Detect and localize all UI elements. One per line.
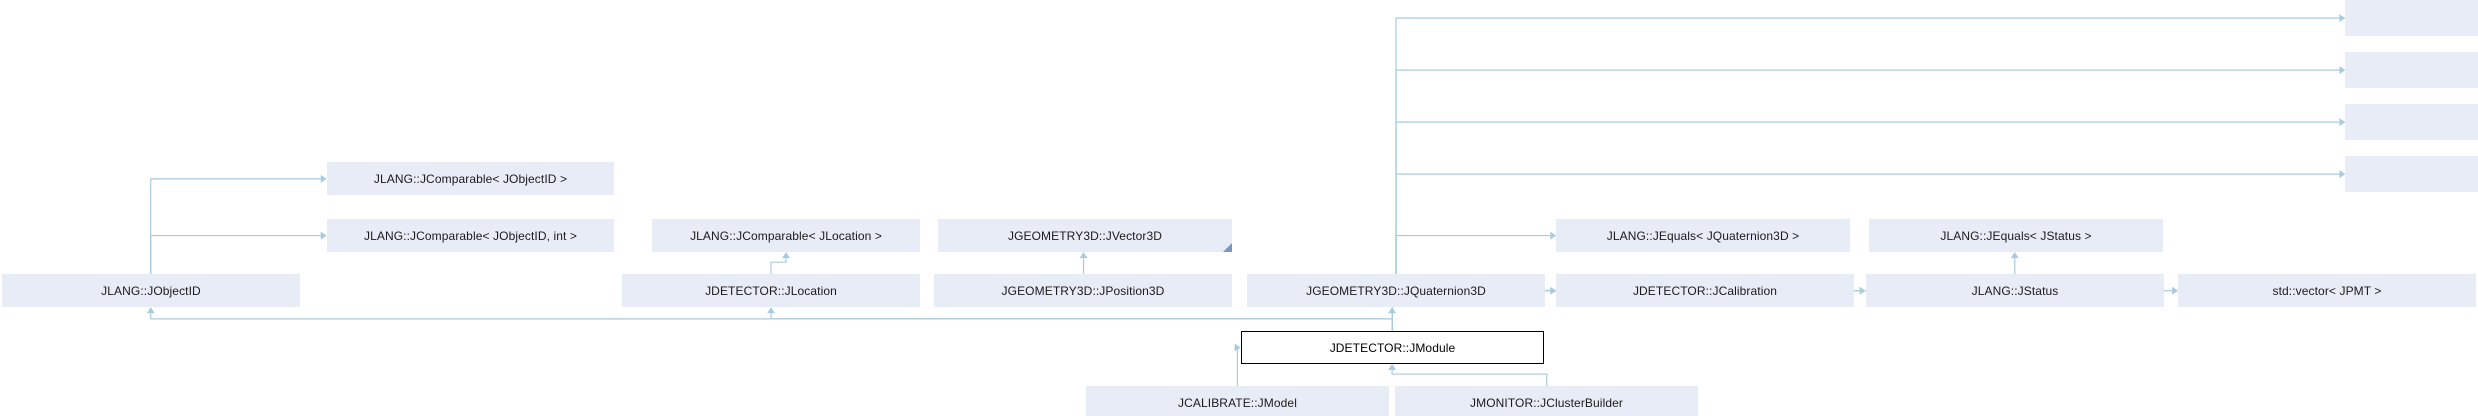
inheritance-arrowhead [767,307,776,314]
class-node-label: JLANG::JEquals< JStatus > [1940,228,2092,243]
class-node-jclusterbuilder[interactable]: JMONITOR::JClusterBuilder [1395,386,1698,416]
inheritance-arrowhead [1388,364,1397,370]
class-node-jlocation[interactable]: JDETECTOR::JLocation [622,274,920,307]
class-node-label: JLANG::JComparable< JObjectID, int > [363,228,578,243]
edge-jmodule-jlocation [770,313,1393,331]
edge-jobjectid-jcomp_oid [150,178,321,275]
class-node-jposition3d[interactable]: JGEOMETRY3D::JPosition3D [934,274,1232,307]
class-node-jcalibration[interactable]: JDETECTOR::JCalibration [1556,274,1854,307]
inheritance-arrowhead [1859,286,1866,295]
inheritance-arrowhead [320,231,327,240]
class-node-jcomp_oid_int[interactable]: JLANG::JComparable< JObjectID, int > [327,219,614,252]
class-node-jmath_q3d_q3x[interactable]: JMATH::JMath< JQuaternion3D, JQuaternion… [2345,52,2478,88]
edge-jquaternion3d-jmath_q3d_q3x [1395,69,2340,275]
class-node-jquaternion3d[interactable]: JGEOMETRY3D::JQuaternion3D [1247,274,1545,307]
edge-jquaternion3d-jequals_q3d [1395,234,1551,275]
class-node-jmath_q3d_q3y[interactable]: JMATH::JMath< JQuaternion3D, JQuaternion… [2345,104,2478,140]
class-node-jmodule[interactable]: JDETECTOR::JModule [1241,331,1544,364]
class-node-label: JLANG::JComparable< JObjectID > [373,171,568,186]
edge-jmodule-jobjectid [150,313,1393,331]
edge-jlocation-jcomp_loc [770,258,787,275]
class-node-jcomp_loc[interactable]: JLANG::JComparable< JLocation > [652,219,920,252]
inheritance-arrowhead [1234,343,1241,352]
class-node-label: JGEOMETRY3D::JPosition3D [1001,283,1165,298]
inheritance-arrowhead [1388,307,1397,314]
edge-jquaternion3d-jmath_q3d_q3z [1395,173,2340,275]
class-node-label: JDETECTOR::JModule [1329,340,1456,355]
class-node-label: JDETECTOR::JLocation [705,283,837,298]
class-node-jstatus[interactable]: JLANG::JStatus [1866,274,2164,307]
class-node-label: JGEOMETRY3D::JQuaternion3D [1306,283,1486,298]
class-node-label: JLANG::JObjectID [101,283,201,298]
class-node-stdvector_jpmt[interactable]: std::vector< JPMT > [2178,274,2476,307]
inheritance-arrowhead [320,174,327,183]
class-node-jmath_q3d[interactable]: JMATH::JMath< JQuaternion3D > [2345,0,2478,36]
class-node-jcomp_oid[interactable]: JLANG::JComparable< JObjectID > [327,162,614,195]
class-node-label: JLANG::JStatus [1971,283,2059,298]
inheritance-arrowhead [1079,252,1088,259]
class-node-label: JLANG::JEquals< JQuaternion3D > [1606,228,1800,243]
inheritance-arrowhead [2010,252,2019,259]
class-node-jequals_jstatus[interactable]: JLANG::JEquals< JStatus > [1869,219,2163,252]
edge-jobjectid-jcomp_oid_int [150,234,321,275]
class-node-label: JGEOMETRY3D::JVector3D [1007,228,1163,243]
class-node-label: JDETECTOR::JCalibration [1632,283,1778,298]
class-node-jobjectid[interactable]: JLANG::JObjectID [2,274,300,307]
class-node-jequals_q3d[interactable]: JLANG::JEquals< JQuaternion3D > [1556,219,1850,252]
inheritance-arrowhead [782,252,791,259]
edge-jquaternion3d-jmath_q3d [1395,17,2340,275]
class-node-label: JLANG::JComparable< JLocation > [690,228,882,243]
edge-jmodel-jmodule [1234,346,1239,387]
class-node-jmath_q3d_q3z[interactable]: JMATH::JMath< JQuaternion3D, JQuaternion… [2345,156,2478,192]
class-node-jvector3d[interactable]: JGEOMETRY3D::JVector3D [938,219,1232,252]
class-node-jmodel[interactable]: JCALIBRATE::JModel [1086,386,1389,416]
inheritance-arrowhead [146,307,155,314]
class-node-label: JMONITOR::JClusterBuilder [1470,395,1623,410]
edge-jquaternion3d-jmath_q3d_q3y [1395,121,2340,275]
edge-jclusterbuilder-jmodule [1391,370,1548,387]
class-node-label: JCALIBRATE::JModel [1178,395,1297,410]
collapsed-corner-icon[interactable] [1223,243,1232,252]
class-node-label: std::vector< JPMT > [2272,283,2382,298]
